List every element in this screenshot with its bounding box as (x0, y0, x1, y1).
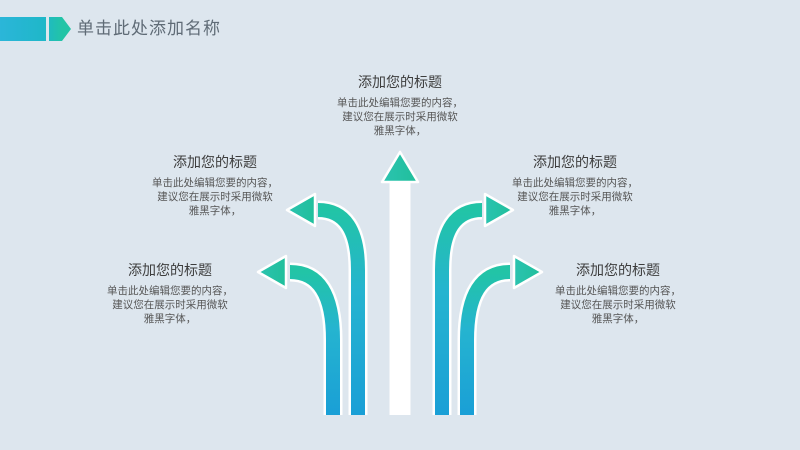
block-heading[interactable]: 添加您的标题 (128, 263, 212, 279)
block-heading[interactable]: 添加您的标题 (576, 263, 660, 279)
title-accent-bar (0, 17, 71, 41)
block-line: 雅黑字体， (373, 125, 427, 137)
arrow-center (380, 150, 420, 415)
text-block-upper-left: 添加您的标题 单击此处编辑您要的内容， 建议您在展示时采用微软 雅黑字体， (133, 152, 297, 218)
block-line: 单击此处编辑您要的内容， (337, 97, 463, 109)
block-heading[interactable]: 添加您的标题 (358, 75, 442, 91)
arrow-upper-right (432, 192, 515, 415)
block-body[interactable]: 单击此处编辑您要的内容， 建议您在展示时采用微软 雅黑字体， (133, 176, 297, 218)
block-body[interactable]: 单击此处编辑您要的内容， 建议您在展示时采用微软 雅黑字体， (88, 284, 252, 326)
block-body[interactable]: 单击此处编辑您要的内容， 建议您在展示时采用微软 雅黑字体， (536, 284, 700, 326)
arrow-lower-left (256, 254, 343, 415)
text-block-lower-right: 添加您的标题 单击此处编辑您要的内容， 建议您在展示时采用微软 雅黑字体， (536, 260, 700, 326)
text-block-lower-left: 添加您的标题 单击此处编辑您要的内容， 建议您在展示时采用微软 雅黑字体， (88, 260, 252, 326)
block-body[interactable]: 单击此处编辑您要的内容， 建议您在展示时采用微软 雅黑字体， (318, 96, 482, 138)
block-line: 雅黑字体， (548, 205, 602, 217)
block-line: 建议您在展示时采用微软 (112, 299, 228, 311)
text-block-upper-right: 添加您的标题 单击此处编辑您要的内容， 建议您在展示时采用微软 雅黑字体， (493, 152, 657, 218)
block-line: 单击此处编辑您要的内容， (152, 177, 278, 189)
block-line: 建议您在展示时采用微软 (560, 299, 676, 311)
arrow-lower-right (457, 254, 544, 415)
block-line: 单击此处编辑您要的内容， (512, 177, 638, 189)
block-line: 单击此处编辑您要的内容， (555, 285, 681, 297)
block-line: 雅黑字体， (143, 313, 197, 325)
block-line: 单击此处编辑您要的内容， (107, 285, 233, 297)
text-block-top: 添加您的标题 单击此处编辑您要的内容， 建议您在展示时采用微软 雅黑字体， (318, 72, 482, 138)
block-body[interactable]: 单击此处编辑您要的内容， 建议您在展示时采用微软 雅黑字体， (493, 176, 657, 218)
block-line: 建议您在展示时采用微软 (342, 111, 458, 123)
title-accent-slit (46, 17, 49, 41)
block-line: 建议您在展示时采用微软 (157, 191, 273, 203)
block-line: 建议您在展示时采用微软 (517, 191, 633, 203)
block-line: 雅黑字体， (591, 313, 645, 325)
slide-title[interactable]: 单击此处添加名称 (77, 19, 221, 39)
block-line: 雅黑字体， (188, 205, 242, 217)
title-accent-arrow (62, 17, 71, 41)
arrow-upper-left (285, 192, 368, 415)
block-heading[interactable]: 添加您的标题 (533, 155, 617, 171)
block-heading[interactable]: 添加您的标题 (173, 155, 257, 171)
